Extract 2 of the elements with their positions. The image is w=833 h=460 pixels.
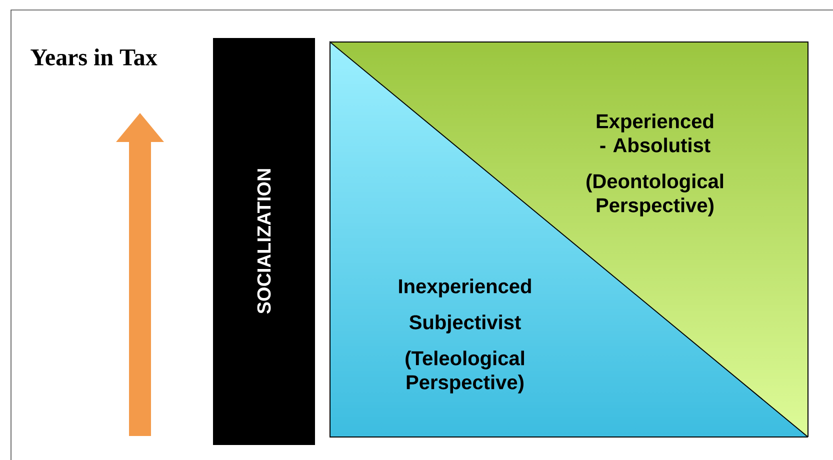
label-bar: SOCIALIZATION [213,38,315,445]
axis-title: Years in Tax [30,48,158,66]
